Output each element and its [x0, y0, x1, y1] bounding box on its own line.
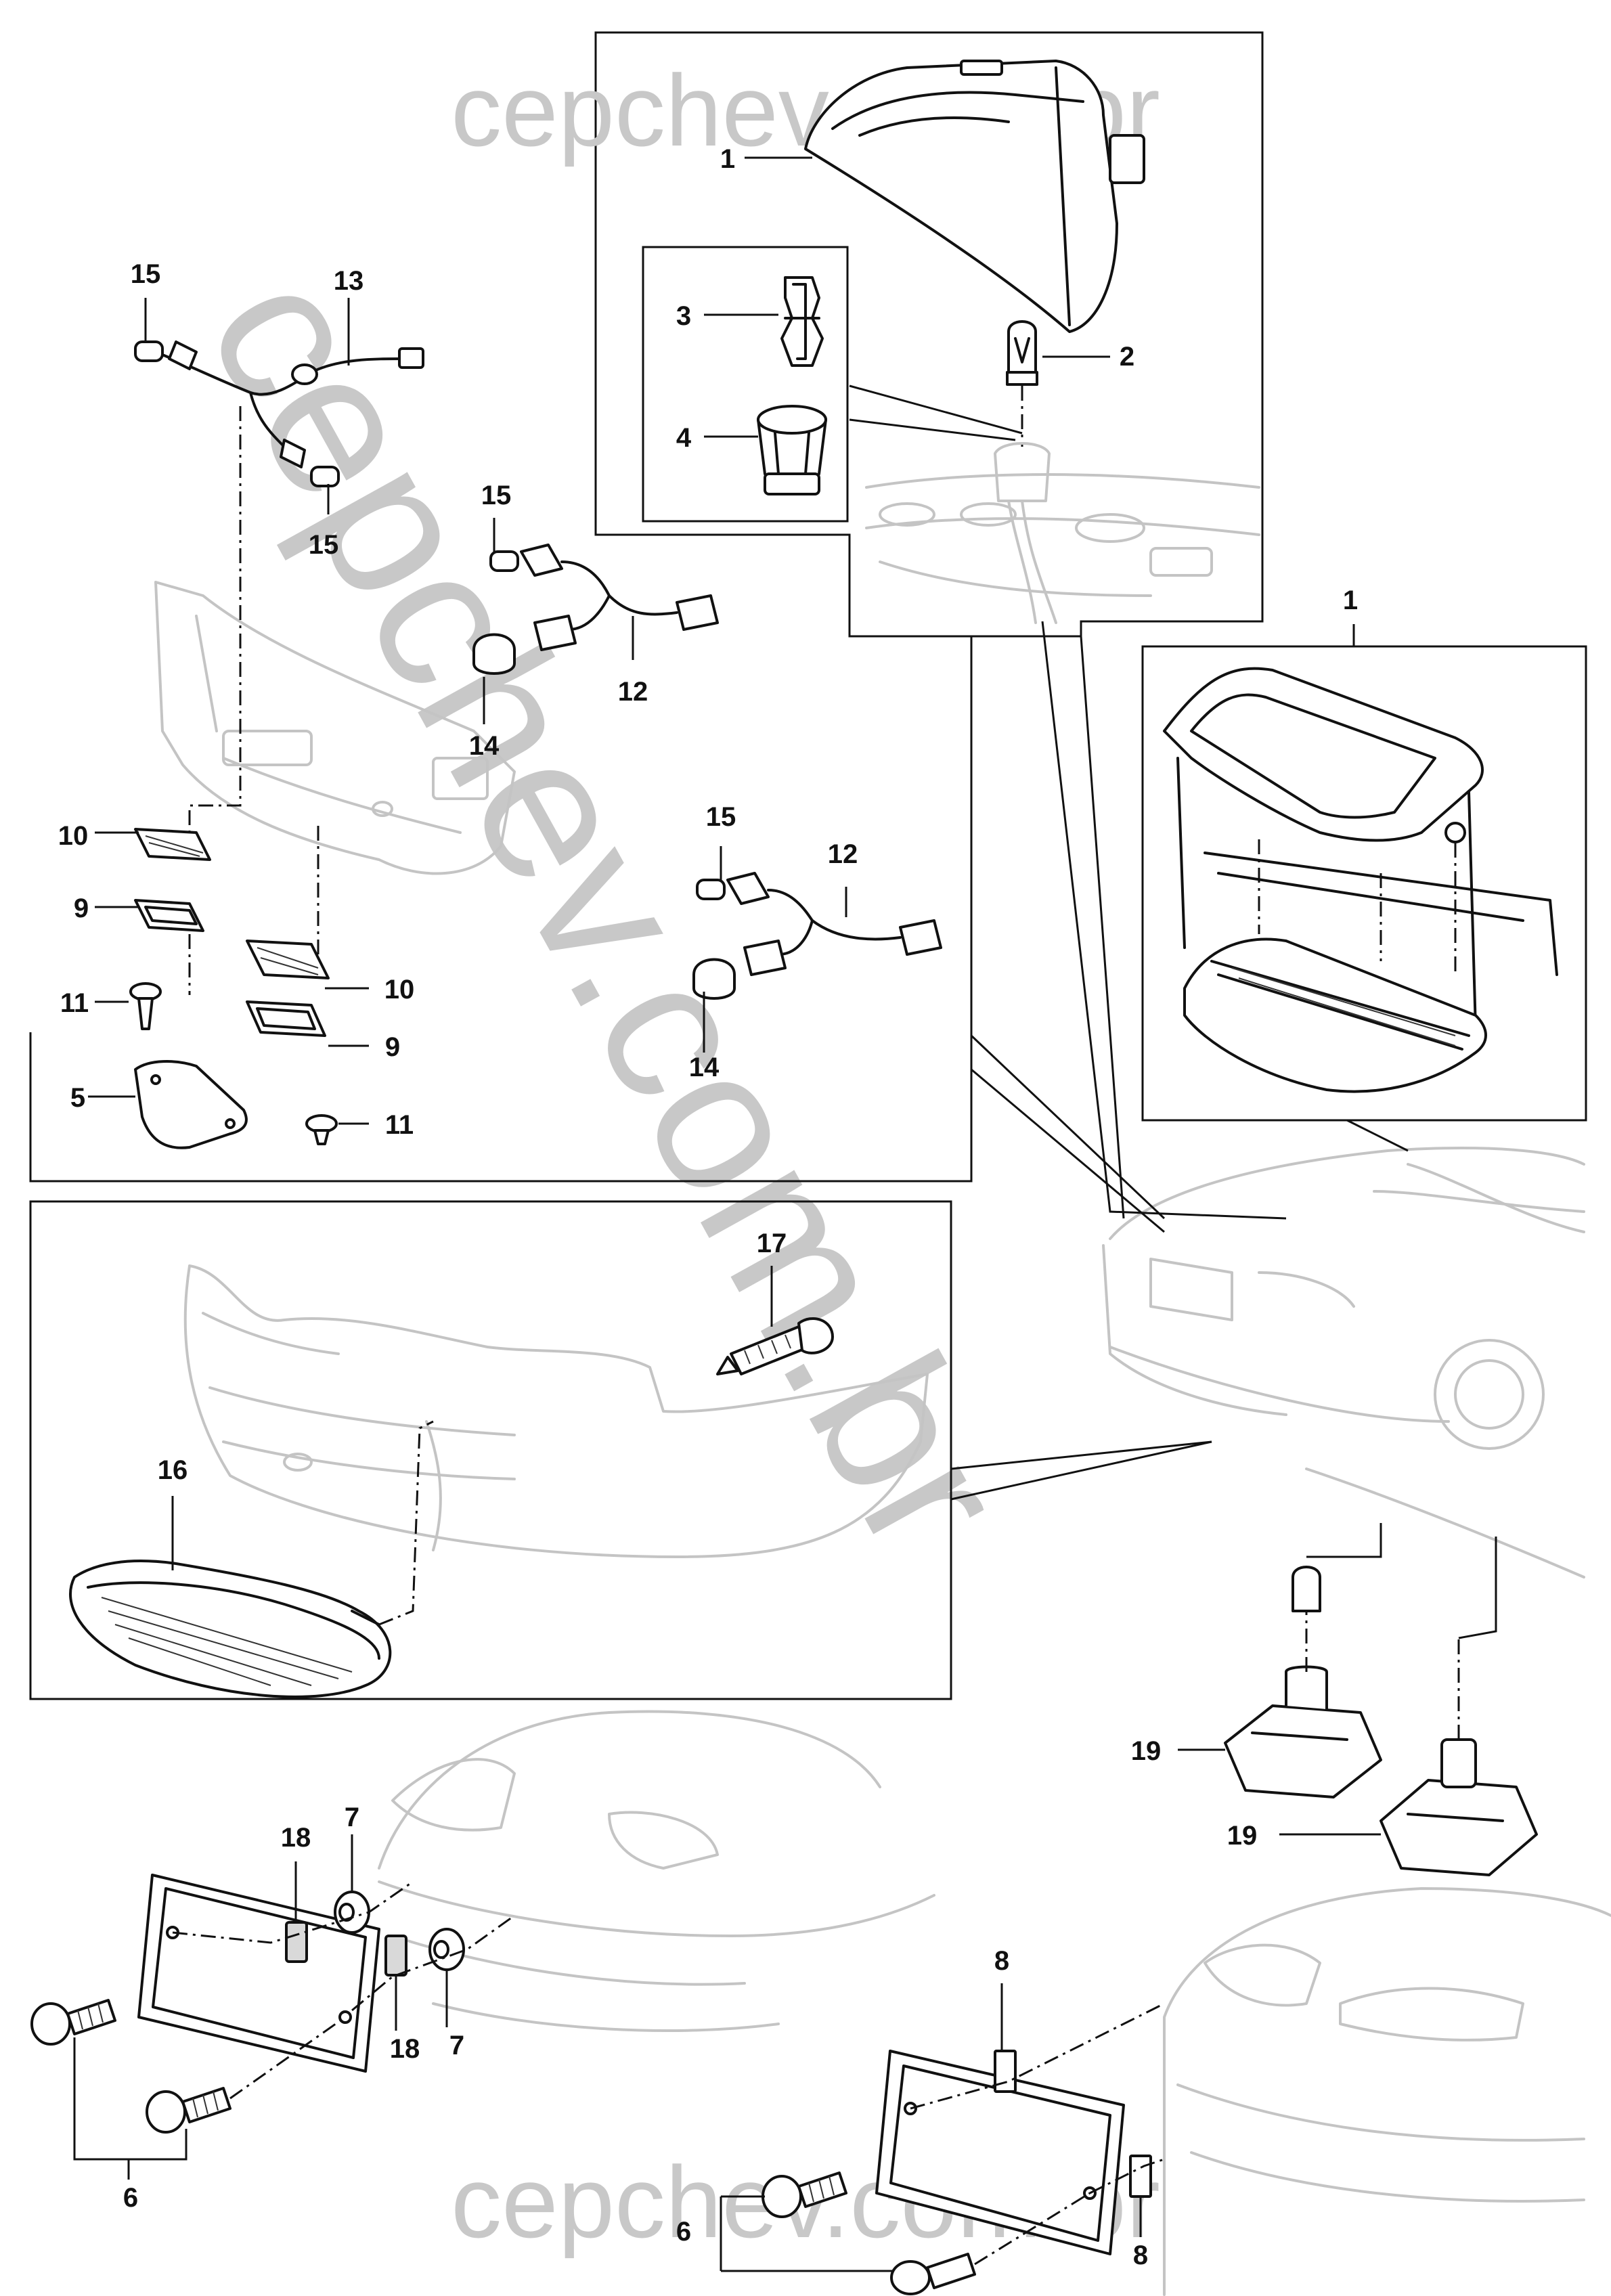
callout-17: 17 [757, 1229, 787, 1258]
cover-plate-5 [134, 1060, 248, 1149]
screw-6-leader-right [974, 2192, 1090, 2266]
callout-19-b: 19 [1227, 1821, 1258, 1851]
frame-bulb-socket [642, 246, 849, 523]
screw-17-icon [716, 1317, 834, 1375]
callout-15-c: 15 [481, 481, 512, 510]
bracket-leader-b [351, 1914, 515, 2012]
frame-bumper [29, 1200, 952, 1700]
callout-14-b: 14 [689, 1053, 720, 1082]
clip-18b-icon [384, 1935, 407, 1977]
plate-lamp-19b [1380, 1638, 1538, 1876]
screw-6-leader [229, 2016, 346, 2100]
frame-brake-light-inset [1141, 645, 1587, 1122]
screw-6c-icon [762, 2171, 847, 2218]
callout-8-b: 8 [1133, 2240, 1148, 2270]
brake-light-housing [804, 60, 1145, 333]
license-lamp-gasket-9b [246, 1000, 326, 1037]
callout-15-b: 15 [309, 530, 339, 560]
harness-12-upper [472, 544, 719, 675]
rear-bumper-ghost [183, 1264, 929, 1558]
callout-19-a: 19 [1131, 1736, 1162, 1766]
callout-4: 4 [676, 423, 692, 453]
wedge-bulb-icon [1006, 320, 1038, 386]
callout-10-a: 10 [58, 821, 89, 851]
callout-10-b: 10 [384, 975, 415, 1005]
callout-18-b: 18 [390, 2034, 420, 2064]
car-rear-ghost [1102, 1147, 1585, 1450]
bracket-leader-a [172, 1880, 414, 1944]
license-lamp-lens-10a [134, 828, 211, 861]
screw-6b-icon [146, 2087, 231, 2134]
side-marker-16 [69, 1560, 392, 1698]
callout-8-a: 8 [994, 1946, 1009, 1976]
license-lamp-gasket-9a [134, 899, 204, 932]
callout-5: 5 [70, 1083, 85, 1113]
callout-1-inset: 1 [1343, 586, 1358, 615]
callout-3: 3 [676, 301, 691, 331]
clip-18a-icon [285, 1921, 308, 1963]
connector-lines [849, 384, 1409, 1501]
plate-lamp-guide [1306, 1523, 1382, 1558]
retaining-clip-icon [780, 276, 824, 367]
callout-9-a: 9 [74, 893, 89, 923]
callout-11-b: 11 [385, 1110, 414, 1140]
callout-18-a: 18 [281, 1823, 311, 1853]
grommet-7b-icon [428, 1928, 465, 1971]
callout-15-a: 15 [131, 259, 161, 289]
clip-8a-icon [994, 2050, 1017, 2093]
callout-7-a: 7 [345, 1803, 359, 1832]
screw-11b-icon [305, 1114, 338, 1145]
callout-6-a: 6 [123, 2183, 138, 2213]
bracket-leader-d [1089, 2158, 1165, 2194]
marker-leader [378, 1420, 434, 1626]
callout-12-a: 12 [618, 677, 648, 707]
callout-15-d: 15 [706, 802, 736, 832]
plate-lamp-guide-b [1458, 1537, 1497, 1639]
car-front-ghost [378, 1710, 935, 2032]
harness-13 [154, 340, 424, 468]
centerline-a [188, 406, 242, 833]
callout-1-top: 1 [720, 144, 735, 174]
bulb-socket-icon [757, 405, 827, 495]
harness-12-lower [692, 872, 942, 1000]
leader-lines [73, 156, 1381, 2272]
callout-labels: 1 2 3 4 1 15 13 15 15 12 14 10 9 11 10 9… [58, 144, 1358, 2270]
car-front-right-ghost [1163, 1887, 1611, 2296]
screw-11a-icon [129, 982, 162, 1030]
callout-13: 13 [334, 266, 364, 296]
bulb-socket-in-trunk [994, 442, 1057, 624]
callout-2: 2 [1120, 342, 1134, 372]
rear-panel-ghost [154, 581, 516, 875]
callout-12-b: 12 [828, 839, 858, 869]
trunk-ghost [865, 473, 1260, 597]
plate-lamp-19a [1224, 1566, 1382, 1798]
brake-light-inset-art [1163, 667, 1558, 1093]
frame-rear-panel [29, 636, 973, 1183]
license-lamp-lens-10b [246, 940, 330, 979]
bracket-leader-c [910, 2002, 1165, 2110]
plate-rail-ghost [1305, 1467, 1585, 1578]
callout-6-b: 6 [676, 2217, 691, 2247]
screw-6d-icon [890, 2253, 976, 2295]
watermark-diagonal: cepchev.com.br [164, 236, 1052, 1587]
callout-7-b: 7 [449, 2031, 464, 2060]
small-bulb-15a-icon [134, 340, 340, 487]
callout-11-a: 11 [60, 988, 89, 1018]
grommet-7a-icon [334, 1891, 370, 1934]
callout-14-a: 14 [469, 731, 500, 761]
clip-8b-icon [1129, 2155, 1152, 2198]
callout-9-b: 9 [385, 1032, 400, 1062]
screw-6a-icon [30, 1999, 116, 2046]
callout-16: 16 [158, 1455, 188, 1485]
